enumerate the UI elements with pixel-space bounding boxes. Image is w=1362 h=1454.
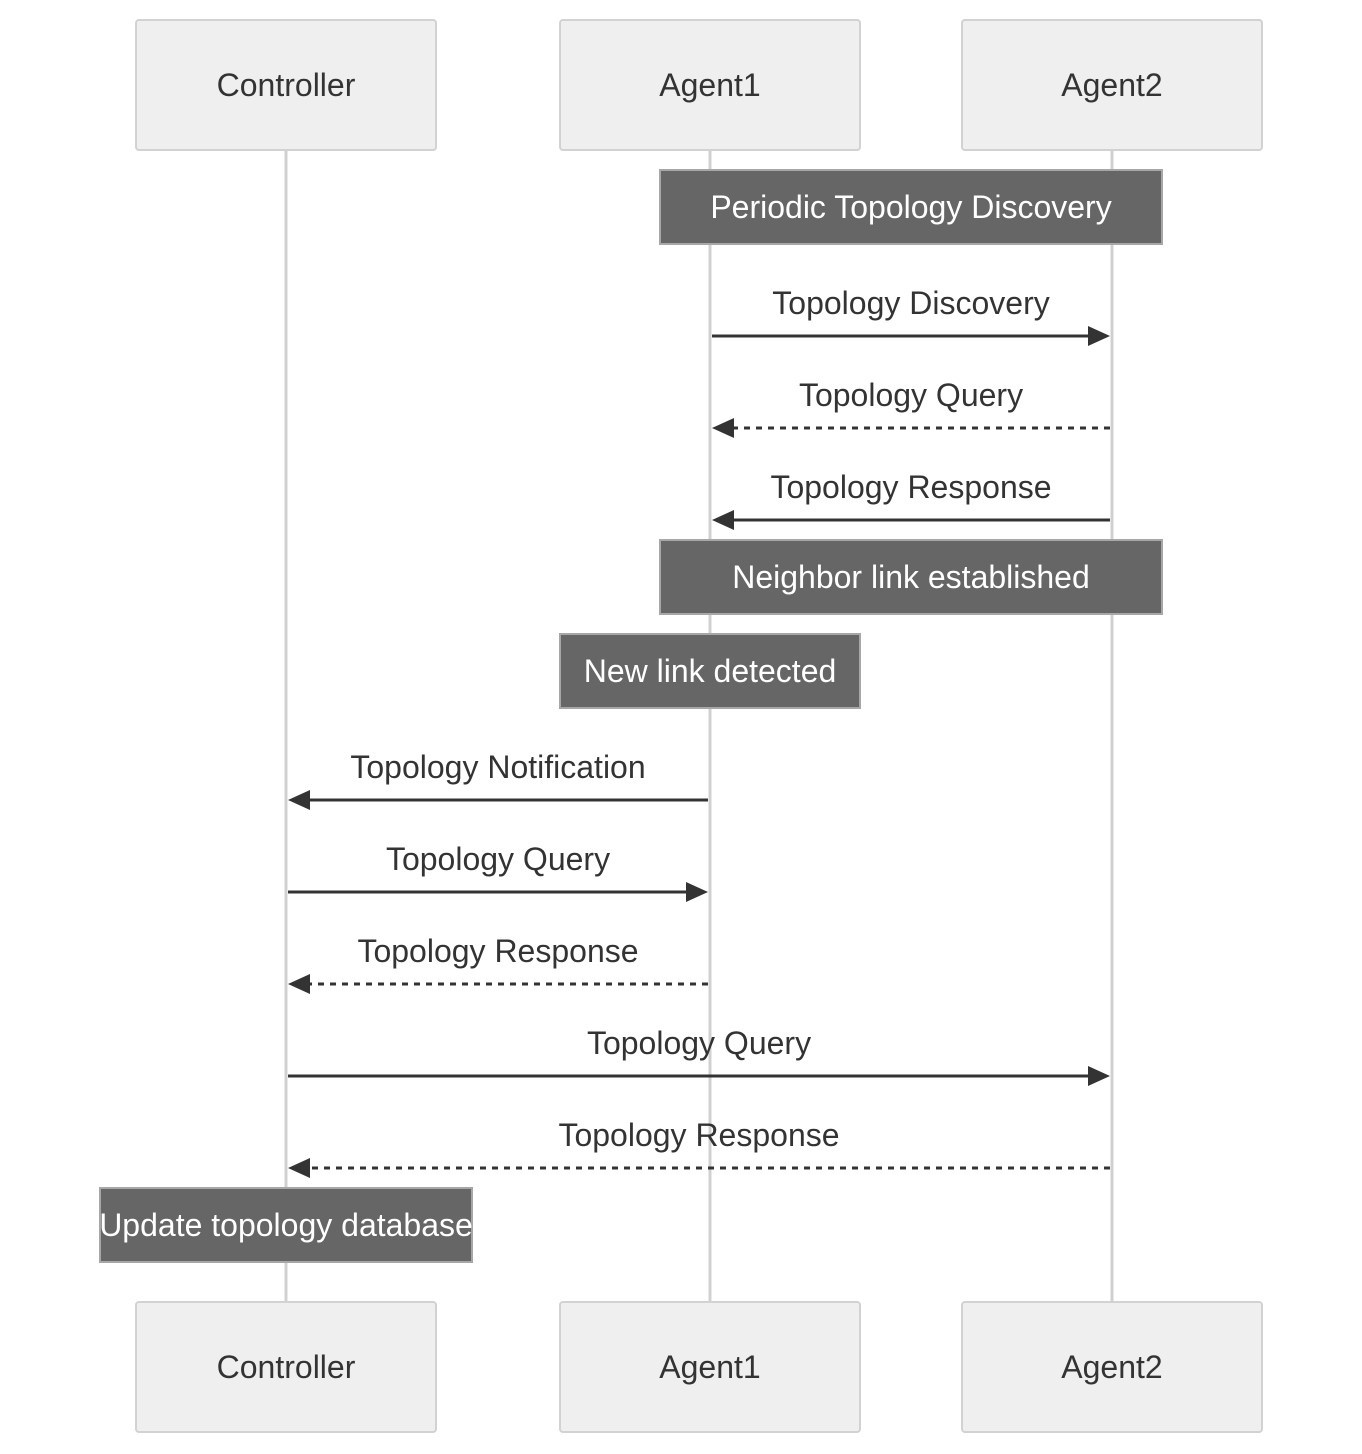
actor-box (961, 19, 1263, 151)
actor-agent1-bottom: Agent1 (559, 1301, 861, 1433)
note-text: New link detected (584, 653, 837, 689)
note-box (659, 539, 1163, 615)
actor-label: Agent1 (659, 1349, 760, 1385)
message-label: Topology Response (357, 933, 638, 969)
actor-agent2-top: Agent2 (961, 19, 1263, 151)
message-label: Topology Discovery (772, 285, 1049, 321)
note: Neighbor link established (659, 539, 1163, 615)
message-arrow: Topology Response (712, 469, 1110, 530)
arrow-head-icon (712, 418, 734, 438)
message-arrow: Topology Query (712, 377, 1110, 438)
message-label: Topology Notification (350, 749, 645, 785)
arrow-head-icon (712, 510, 734, 530)
message-label: Topology Query (386, 841, 610, 877)
note-text: Periodic Topology Discovery (710, 189, 1111, 225)
actor-controller-top: Controller (135, 19, 437, 151)
message-arrow: Topology Response (288, 933, 708, 994)
actor-label: Agent1 (659, 67, 760, 103)
arrow-head-icon (1088, 1066, 1110, 1086)
note: New link detected (559, 633, 861, 709)
arrow-head-icon (686, 882, 708, 902)
actor-agent1-top: Agent1 (559, 19, 861, 151)
actor-box (135, 19, 437, 151)
message-arrow: Topology Query (288, 1025, 1110, 1086)
message-arrow: Topology Notification (288, 749, 708, 810)
message-label: Topology Query (587, 1025, 811, 1061)
message-arrow: Topology Discovery (712, 285, 1110, 346)
arrow-head-icon (1088, 326, 1110, 346)
message-label: Topology Response (770, 469, 1051, 505)
arrow-head-icon (288, 974, 310, 994)
actor-box (559, 1301, 861, 1433)
note-text: Neighbor link established (732, 559, 1090, 595)
actor-controller-bottom: Controller (135, 1301, 437, 1433)
arrow-head-icon (288, 1158, 310, 1178)
message-label: Topology Response (558, 1117, 839, 1153)
note-text: Update topology database (99, 1207, 473, 1243)
actor-agent2-bottom: Agent2 (961, 1301, 1263, 1433)
message-arrow: Topology Query (288, 841, 708, 902)
note: Periodic Topology Discovery (659, 169, 1163, 245)
note-box (559, 633, 861, 709)
actor-box (961, 1301, 1263, 1433)
actor-box (135, 1301, 437, 1433)
actor-label: Agent2 (1061, 1349, 1162, 1385)
actor-label: Agent2 (1061, 67, 1162, 103)
actor-label: Controller (217, 1349, 356, 1385)
arrow-head-icon (288, 790, 310, 810)
actor-box (559, 19, 861, 151)
note-box (99, 1187, 473, 1263)
message-arrow: Topology Response (288, 1117, 1110, 1178)
note-box (659, 169, 1163, 245)
actor-label: Controller (217, 67, 356, 103)
message-label: Topology Query (799, 377, 1023, 413)
note: Update topology database (99, 1187, 473, 1263)
